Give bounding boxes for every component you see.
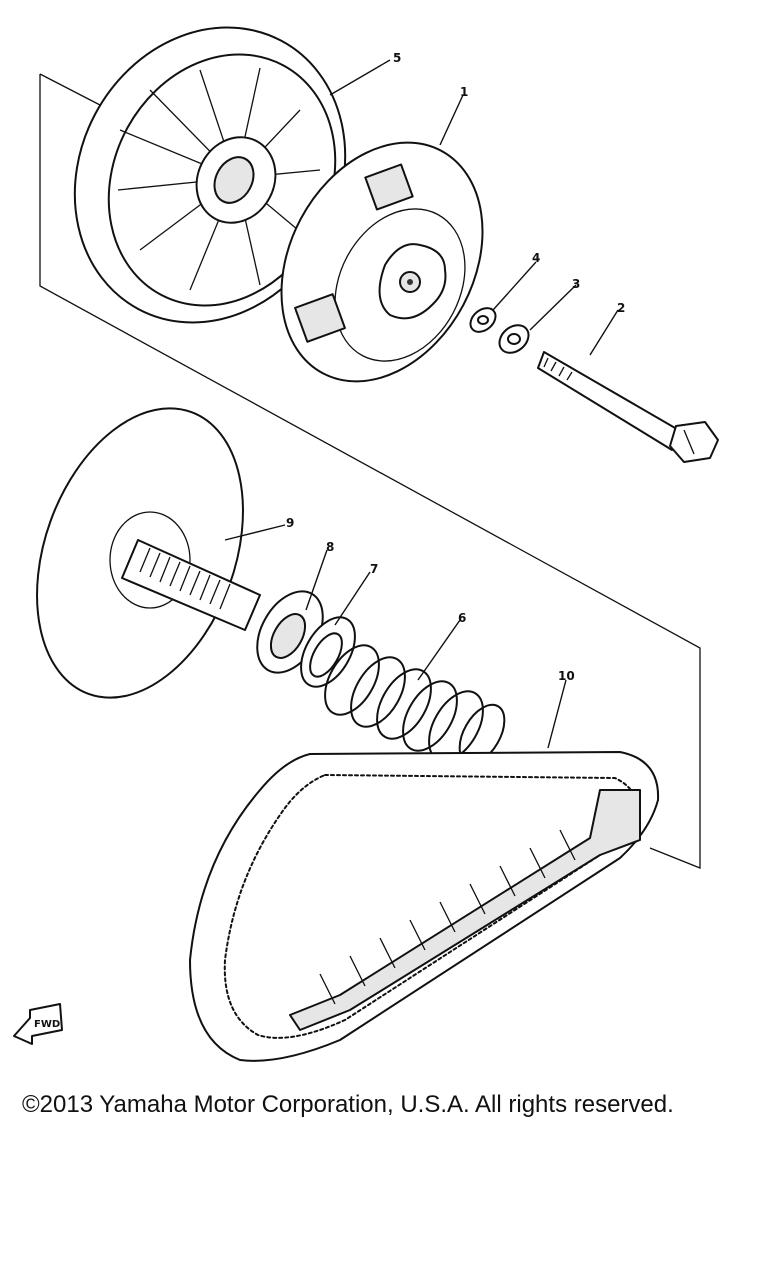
part-4-washer (469, 307, 497, 333)
part-1-movable-sheave (280, 141, 484, 383)
callout-1: 1 (460, 85, 468, 99)
part-6-spring (324, 644, 506, 765)
fwd-arrow-icon: FWD (13, 1003, 63, 1045)
callout-leaders (224, 59, 619, 749)
part-3-washer (498, 324, 530, 354)
part-9-sheave-shaft (36, 407, 261, 699)
callout-9: 9 (286, 516, 294, 530)
part-2-bolt (537, 351, 719, 463)
exploded-parts-diagram: FWD 5 1 4 3 2 9 8 7 6 10 (13, 26, 719, 1062)
callout-6: 6 (458, 611, 466, 625)
part-10-drive-belt (189, 751, 660, 1062)
callout-4: 4 (532, 251, 540, 265)
callout-3: 3 (572, 277, 580, 291)
assembly-frame (39, 73, 701, 869)
callout-numbers: 5 1 4 3 2 9 8 7 6 10 (286, 51, 625, 683)
part-7-spring-seat (300, 616, 356, 688)
part-5-fixed-sheave (73, 26, 347, 324)
copyright-notice: ©2013 Yamaha Motor Corporation, U.S.A. A… (22, 1091, 674, 1118)
callout-8: 8 (326, 540, 334, 554)
callout-10: 10 (558, 669, 575, 683)
callout-5: 5 (393, 51, 401, 65)
callout-2: 2 (617, 301, 625, 315)
callout-7: 7 (370, 562, 378, 576)
fwd-label: FWD (34, 1019, 60, 1030)
